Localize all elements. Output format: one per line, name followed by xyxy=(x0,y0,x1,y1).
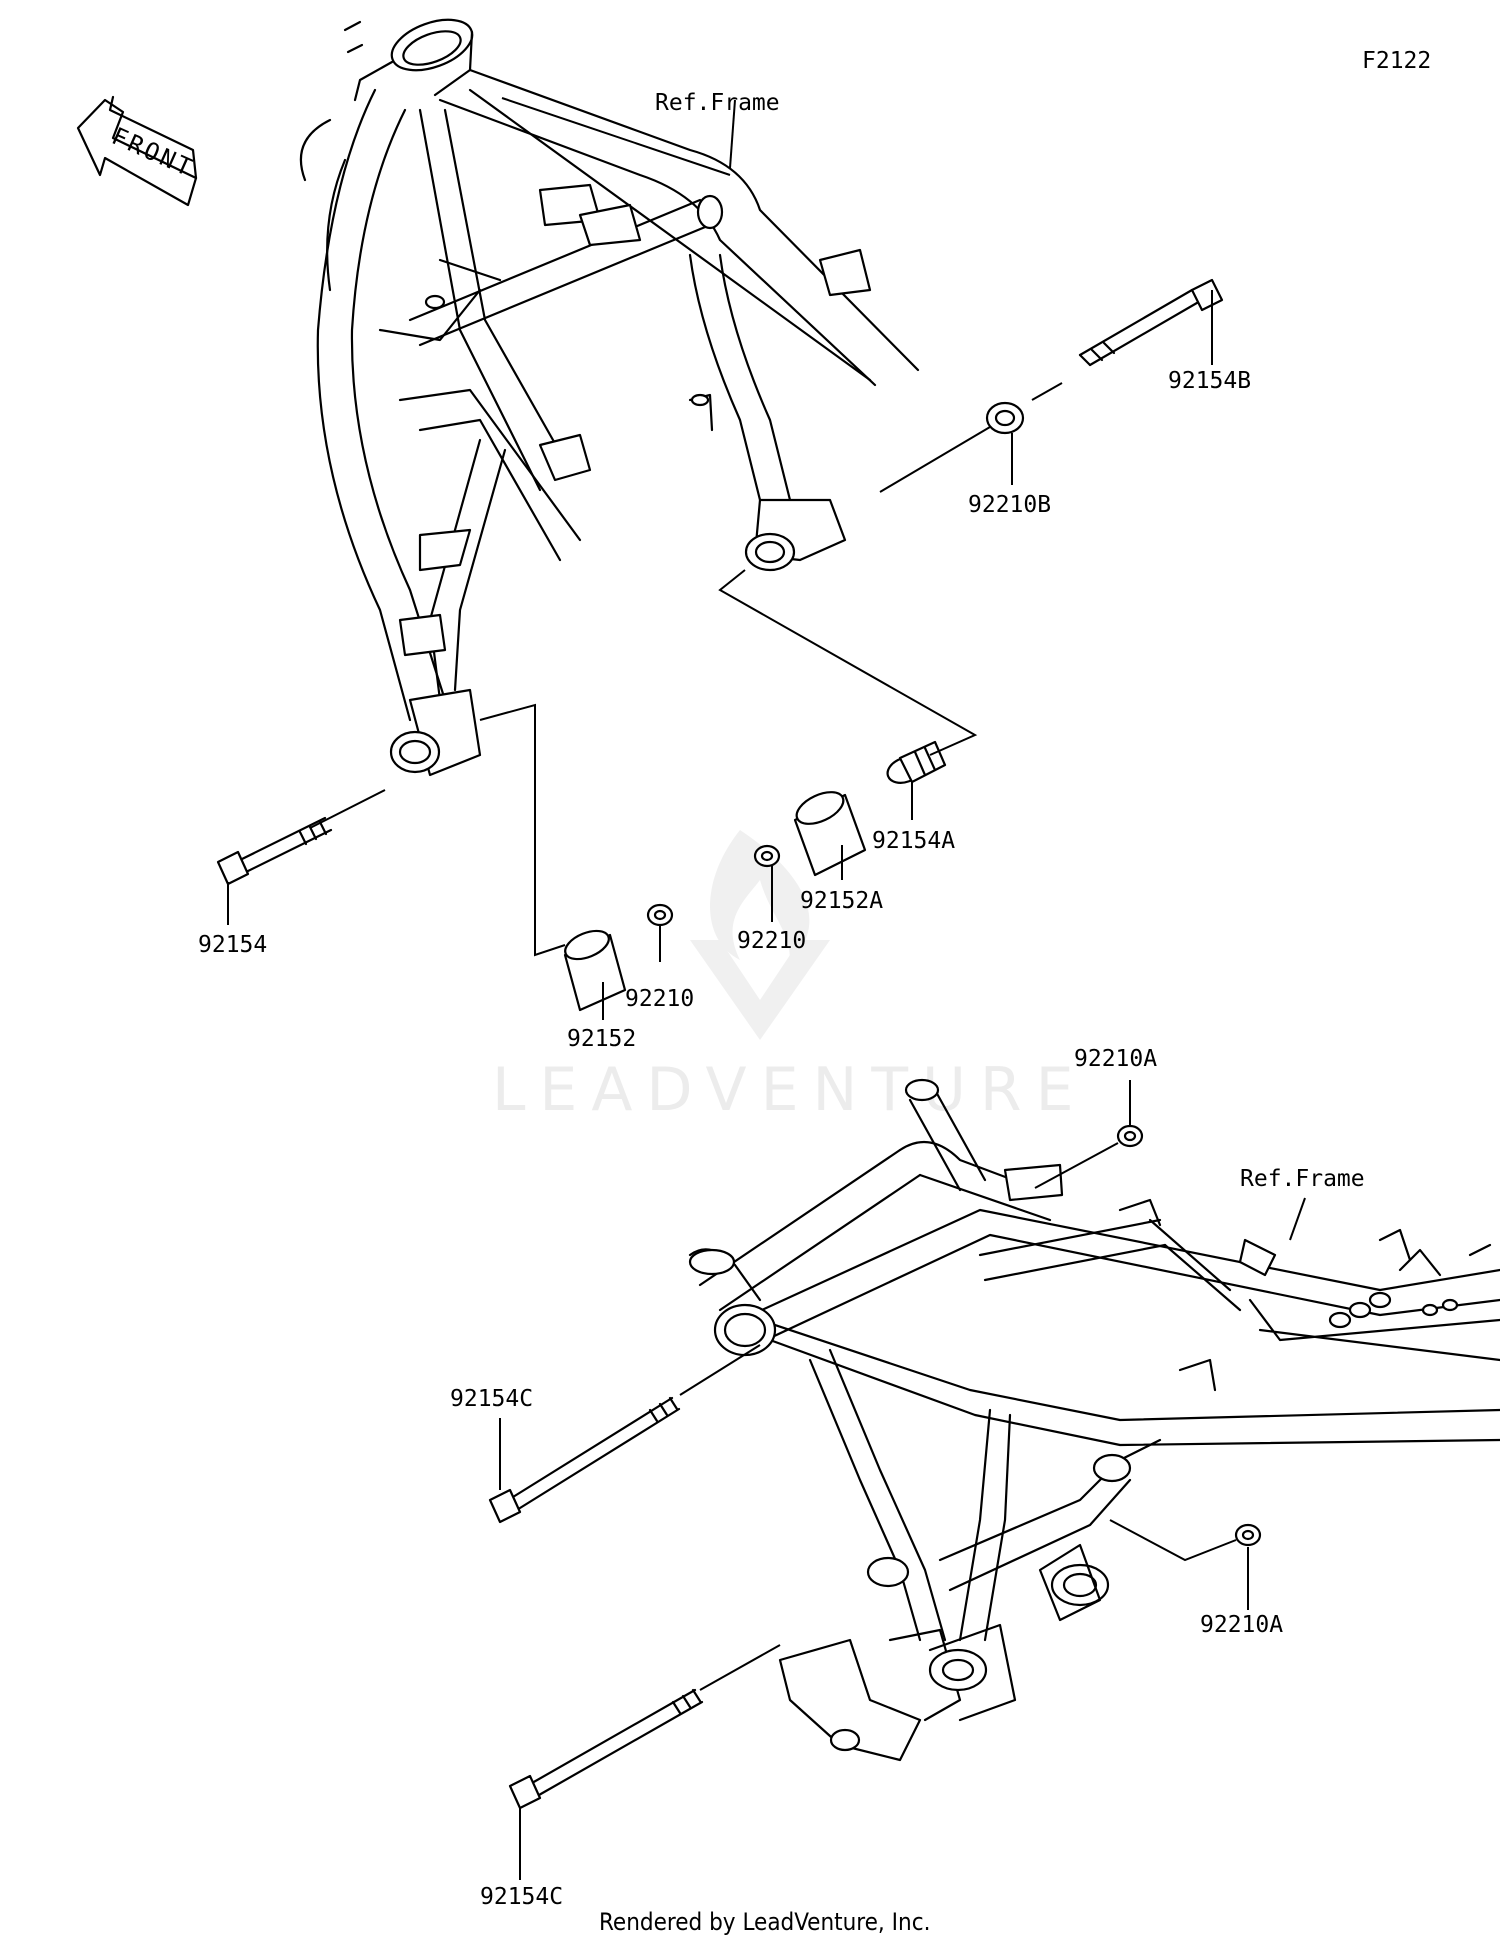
part-92210A-nut-bottom xyxy=(1234,1523,1262,1547)
part-92210-nut-mid xyxy=(753,844,781,868)
label-92152: 92152 xyxy=(567,1026,636,1052)
part-92210A-nut-top xyxy=(1116,1124,1144,1148)
part-92210-nut-low xyxy=(646,903,674,927)
part-92154B-bolt xyxy=(1078,278,1224,367)
label-92154: 92154 xyxy=(198,932,267,958)
part-92154-bolt xyxy=(216,816,333,886)
front-arrow-icon: FRONT xyxy=(76,95,199,207)
label-92210A-top: 92210A xyxy=(1074,1046,1157,1072)
frame-lower xyxy=(688,1078,1500,1762)
watermark-text: LEADVENTURE xyxy=(492,1055,1088,1125)
label-92210B: 92210B xyxy=(968,492,1051,518)
label-92210-mid: 92210 xyxy=(737,928,806,954)
label-92210-low: 92210 xyxy=(625,986,694,1012)
footer-credit: Rendered by LeadVenture, Inc. xyxy=(599,1908,930,1936)
label-92154B: 92154B xyxy=(1168,368,1251,394)
part-92154C-bolt-upper xyxy=(488,1396,681,1524)
label-ref-frame-bottom: Ref.Frame xyxy=(1240,1166,1365,1192)
leader-lines-lower xyxy=(499,1080,1306,1880)
watermark: LEADVENTURE xyxy=(492,830,1088,1125)
figure-id: F2122 xyxy=(1362,48,1431,74)
leader-lines-upper xyxy=(227,97,1213,1020)
label-92154C-lower: 92154C xyxy=(480,1884,563,1910)
label-92154A: 92154A xyxy=(872,828,955,854)
part-92210B-nut xyxy=(985,401,1025,435)
label-92154C-upper: 92154C xyxy=(450,1386,533,1412)
label-92210A-bottom: 92210A xyxy=(1200,1612,1283,1638)
part-92154A-collar xyxy=(886,740,947,784)
label-92152A: 92152A xyxy=(800,888,883,914)
part-92152-spacer xyxy=(563,929,627,1012)
part-92152A-spacer xyxy=(793,791,867,877)
part-92154C-bolt-lower xyxy=(508,1688,704,1810)
label-ref-frame-top: Ref.Frame xyxy=(655,90,780,116)
frame-upper xyxy=(299,18,920,777)
